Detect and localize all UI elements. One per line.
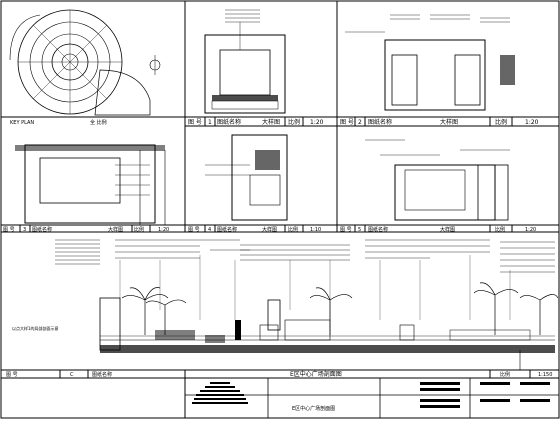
svg-text:E区中心广场剖面图: E区中心广场剖面图 — [290, 370, 342, 378]
svg-text:大样图: 大样图 — [440, 226, 455, 233]
detail-1 — [204, 9, 286, 114]
svg-text:图 号: 图 号 — [3, 227, 15, 233]
svg-text:比例: 比例 — [495, 226, 505, 233]
svg-text:4: 4 — [208, 227, 211, 233]
key-plan-label: KEY PLAN — [10, 120, 34, 126]
svg-text:大样图: 大样图 — [108, 226, 123, 233]
svg-text:大样图: 大样图 — [262, 118, 280, 126]
section-left-note: 以点大样1的局部剖面示意 — [12, 325, 59, 331]
svg-text:5: 5 — [358, 227, 361, 233]
main-section: 以点大样1的局部剖面示意 — [12, 239, 559, 370]
palm-tree-icon — [121, 282, 559, 335]
titleblock-drawing-name: E区中心广场剖面图 — [292, 405, 335, 412]
svg-text:图 号: 图 号 — [340, 227, 352, 233]
svg-text:图 号: 图 号 — [188, 227, 200, 233]
svg-text:图纸名称: 图纸名称 — [368, 226, 388, 233]
svg-text:图纸名称: 图纸名称 — [32, 226, 52, 233]
title-block: E区中心广场剖面图 — [185, 378, 559, 418]
svg-text:图 号: 图 号 — [340, 119, 354, 126]
detail-3 — [15, 144, 166, 225]
svg-text:1:150: 1:150 — [538, 372, 552, 378]
svg-text:比例: 比例 — [495, 118, 507, 126]
svg-text:比例: 比例 — [288, 226, 298, 233]
svg-text:比例: 比例 — [134, 226, 144, 233]
panel-2-titlebar: 图 号 2 图纸名称 大样图 比例 1:20 — [340, 117, 539, 126]
svg-text:图纸名称: 图纸名称 — [92, 371, 112, 378]
svg-text:图 号: 图 号 — [188, 119, 202, 126]
svg-text:大样图: 大样图 — [262, 226, 277, 233]
svg-text:1: 1 — [208, 119, 212, 126]
svg-text:图纸名称: 图纸名称 — [368, 118, 392, 126]
svg-text:1:20: 1:20 — [310, 119, 324, 126]
svg-text:3: 3 — [23, 227, 26, 233]
svg-text:图纸名称: 图纸名称 — [217, 118, 241, 126]
svg-text:1:20: 1:20 — [525, 227, 536, 233]
svg-text:比例: 比例 — [500, 371, 510, 378]
panel-4-titlebar: 图 号 4 图纸名称 大样图 比例 1:10 — [188, 225, 321, 233]
svg-text:图 号: 图 号 — [6, 372, 18, 378]
detail-2 — [345, 14, 515, 111]
detail-5 — [365, 139, 510, 221]
detail-4 — [205, 134, 288, 221]
panel-5-titlebar: 图 号 5 图纸名称 大样图 比例 1:20 — [340, 225, 536, 233]
svg-text:2: 2 — [358, 119, 362, 126]
svg-text:1:20: 1:20 — [158, 227, 169, 233]
main-section-titlebar: 图 号 C 图纸名称 E区中心广场剖面图 比例 1:150 — [1, 369, 559, 418]
svg-text:1:10: 1:10 — [310, 227, 321, 233]
svg-text:图纸名称: 图纸名称 — [217, 226, 237, 233]
svg-text:C: C — [70, 372, 74, 378]
key-plan: KEY PLAN 全 比例 — [9, 9, 161, 126]
key-plan-scale: 全 比例 — [90, 119, 107, 126]
svg-text:大样图: 大样图 — [440, 118, 458, 126]
panel-1-titlebar: 图 号 1 图纸名称 大样图 比例 1:20 — [188, 117, 324, 126]
svg-text:1:20: 1:20 — [525, 119, 539, 126]
svg-text:比例: 比例 — [288, 118, 300, 126]
panel-3-titlebar: 图 号 3 图纸名称 大样图 比例 1:20 — [3, 225, 169, 233]
